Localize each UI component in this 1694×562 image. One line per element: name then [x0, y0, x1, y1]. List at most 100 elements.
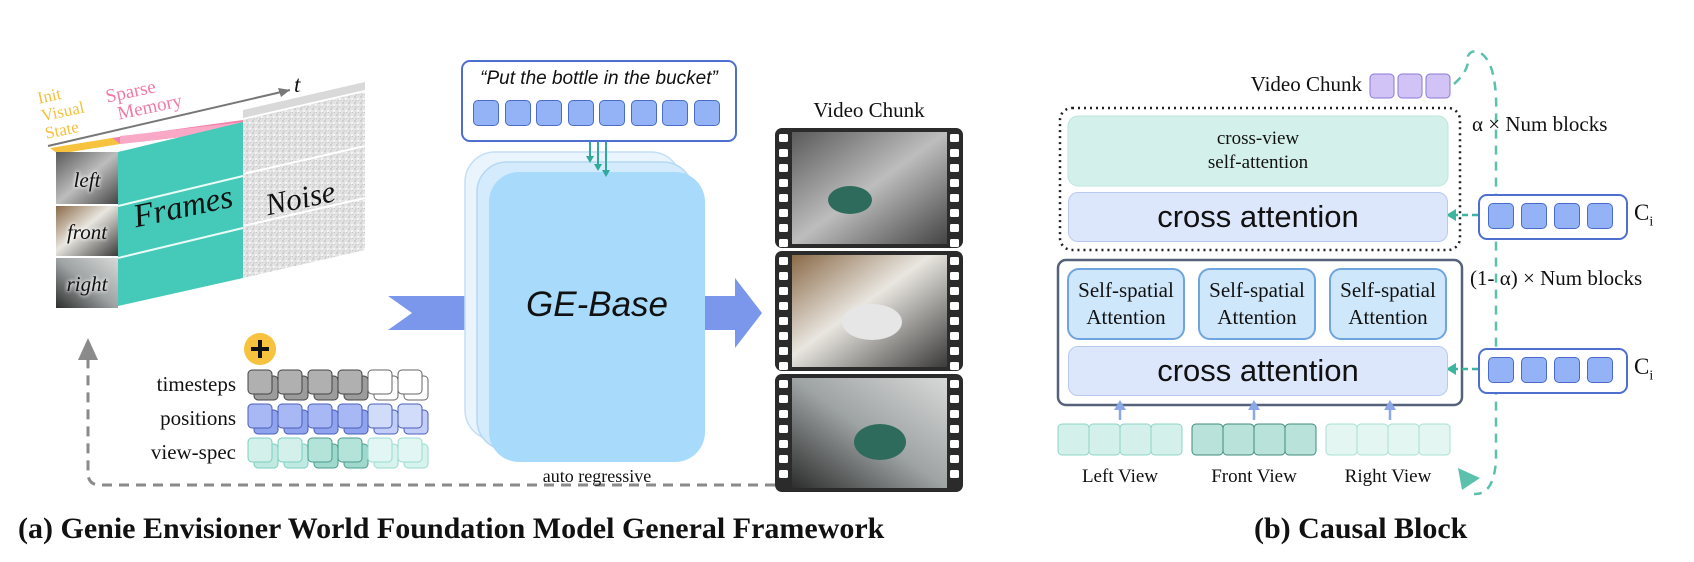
- timesteps-label: timesteps: [156, 372, 236, 396]
- film-sprocket-hole: [779, 380, 788, 388]
- front-view-label: Front View: [1211, 466, 1297, 487]
- film-sprocket-hole: [779, 194, 788, 202]
- film-sprocket-hole: [779, 239, 788, 247]
- cross-attention-lower: cross attention: [1068, 346, 1448, 396]
- auto-regressive-label: auto regressive: [542, 466, 652, 486]
- film-sprocket-hole: [950, 239, 959, 247]
- prompt-box: “Put the bottle in the bucket”: [461, 60, 737, 142]
- film-sprocket-hole: [779, 317, 788, 325]
- prompt-token: [662, 100, 688, 126]
- cross-attention-upper: cross attention: [1068, 192, 1448, 242]
- film-sprocket-hole: [950, 317, 959, 325]
- caption-b: (b) Causal Block: [1254, 512, 1468, 545]
- film-sprockets: [779, 134, 959, 478]
- front-view-image: [56, 206, 118, 256]
- video-chunk-label-left: Video Chunk: [813, 98, 925, 122]
- film-sprocket-hole: [950, 470, 959, 478]
- caption-a: (a) Genie Envisioner World Foundation Mo…: [18, 512, 885, 545]
- recurrent-loop: [1453, 50, 1498, 496]
- film-sprocket-hole: [950, 272, 959, 280]
- left-view-label: Left View: [1081, 466, 1159, 487]
- output-arrow: [705, 278, 762, 348]
- positions-label: positions: [160, 406, 236, 430]
- prompt-token: [473, 100, 499, 126]
- memory-top-face: [120, 122, 243, 144]
- film-sprocket-hole: [779, 302, 788, 310]
- film-sprocket-hole: [950, 287, 959, 295]
- prompt-token: [536, 100, 562, 126]
- film-sprocket-hole: [950, 347, 959, 355]
- prompt-token: [599, 100, 625, 126]
- self-spatial-attention-left: Self-spatial Attention: [1067, 268, 1185, 340]
- condition-tokens-lower: [1478, 348, 1628, 394]
- one-minus-alpha-blocks-label: (1- α) × Num blocks: [1470, 266, 1643, 290]
- alpha-block-frame: [1058, 106, 1462, 252]
- film-sprocket-hole: [779, 362, 788, 370]
- condition-label-upper: Ci: [1634, 200, 1654, 230]
- noise-side-face: [243, 92, 365, 278]
- condition-label-lower: Ci: [1634, 354, 1654, 384]
- positions-tokens: [247, 403, 429, 435]
- prompt-token: [693, 100, 720, 126]
- film-sprocket-hole: [950, 209, 959, 217]
- film-sprocket-hole: [779, 440, 788, 448]
- film-sprocket-hole: [950, 440, 959, 448]
- time-axis-label: t: [294, 72, 301, 97]
- film-sprocket-hole: [950, 164, 959, 172]
- film-sprocket-hole: [779, 347, 788, 355]
- noise-top-face: [243, 82, 365, 118]
- film-sprocket-hole: [950, 179, 959, 187]
- film-sprocket-hole: [950, 134, 959, 142]
- prompt-text: “Put the bottle in the bucket”: [480, 68, 718, 89]
- view-spec-label: view-spec: [150, 440, 236, 464]
- video-chunk-film: [775, 128, 963, 492]
- film-sprocket-hole: [950, 455, 959, 463]
- feedback-arrow: [86, 358, 775, 487]
- film-sprocket-hole: [779, 272, 788, 280]
- film-sprocket-hole: [779, 470, 788, 478]
- right-view-label: Right View: [1344, 466, 1432, 487]
- film-sprocket-hole: [950, 302, 959, 310]
- film-sprocket-hole: [950, 380, 959, 388]
- prompt-token: [567, 100, 594, 126]
- film-sprocket-hole: [950, 194, 959, 202]
- view-label-left: left: [73, 168, 101, 192]
- cross-view-self-attention: cross-view self-attention: [1207, 128, 1309, 173]
- alpha-blocks-label: α × Num blocks: [1472, 112, 1608, 136]
- film-sprocket-hole: [950, 149, 959, 157]
- film-sprocket-hole: [779, 257, 788, 265]
- view-label-right: right: [66, 272, 108, 296]
- film-sprocket-hole: [779, 410, 788, 418]
- film-sprocket-hole: [950, 410, 959, 418]
- self-spatial-attention-front: Self-spatial Attention: [1198, 268, 1316, 340]
- frames-side-face: [118, 122, 243, 306]
- film-sprocket-hole: [779, 179, 788, 187]
- view-label-front: front: [66, 220, 108, 244]
- prompt-token: [630, 100, 657, 126]
- video-chunk-label-right: Video Chunk: [1250, 72, 1362, 96]
- film-sprocket-hole: [779, 395, 788, 403]
- left-view-tokens: [1057, 423, 1183, 456]
- film-sprocket-hole: [779, 287, 788, 295]
- film-sprocket-hole: [950, 362, 959, 370]
- video-frame-1: [792, 132, 947, 244]
- film-sprocket-hole: [779, 455, 788, 463]
- time-axis-arrowhead: [278, 88, 290, 97]
- film-sprocket-hole: [779, 134, 788, 142]
- film-sprocket-hole: [779, 224, 788, 232]
- film-sprocket-hole: [950, 224, 959, 232]
- spatial-block-frame: [1056, 258, 1464, 407]
- film-sprocket-hole: [779, 164, 788, 172]
- film-sprocket-hole: [779, 149, 788, 157]
- film-sprocket-hole: [779, 332, 788, 340]
- timesteps-tokens: [247, 369, 429, 401]
- left-view-image: [56, 152, 118, 204]
- film-sprocket-hole: [950, 257, 959, 265]
- prompt-token: [504, 100, 531, 126]
- film-sprocket-hole: [779, 209, 788, 217]
- self-spatial-attention-right: Self-spatial Attention: [1329, 268, 1447, 340]
- front-view-tokens: [1191, 423, 1317, 456]
- film-sprocket-hole: [779, 425, 788, 433]
